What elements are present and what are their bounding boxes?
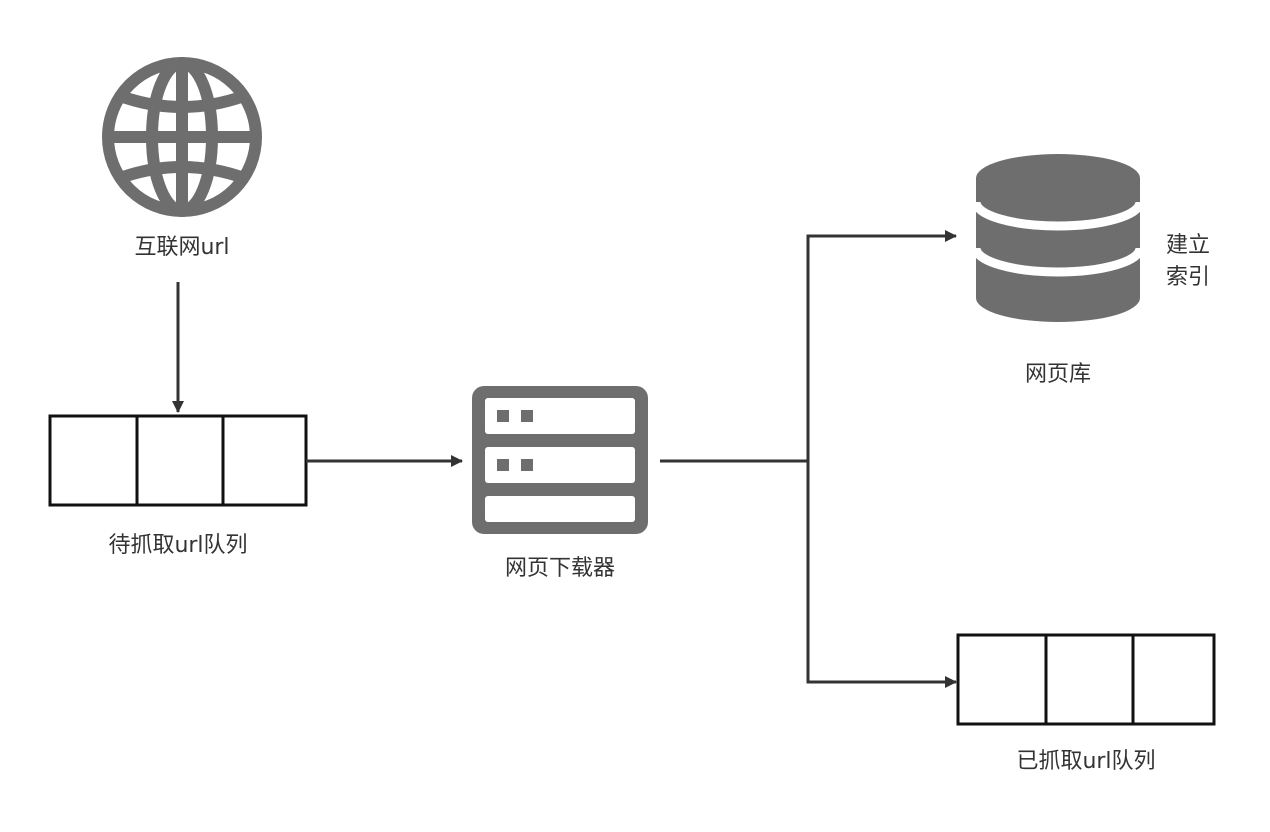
index-note-line1: 建立 [1166, 233, 1210, 258]
page-db-label: 网页库 [1025, 362, 1091, 387]
arrow-downloader-to-database [806, 230, 957, 461]
arrow-downloader-to-crawled-queue [806, 461, 957, 688]
crawled-queue-label: 已抓取url队列 [1016, 749, 1155, 774]
globe-icon [102, 57, 262, 217]
pending-queue-label: 待抓取url队列 [108, 533, 247, 558]
pending-queue-icon [48, 414, 308, 507]
server-icon [472, 386, 648, 534]
crawled-queue-icon [956, 633, 1216, 726]
database-icon [971, 154, 1145, 322]
downloader-label: 网页下载器 [505, 556, 615, 581]
index-note-line2: 索引 [1166, 265, 1210, 290]
internet-label: 互联网url [134, 235, 229, 260]
